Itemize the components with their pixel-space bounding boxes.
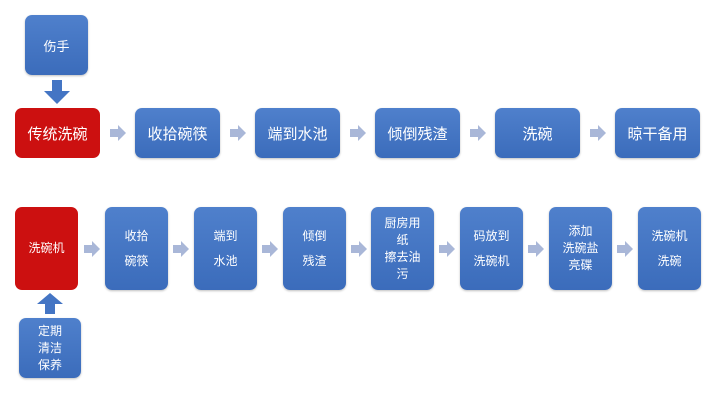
arrow-right-icon <box>350 125 366 141</box>
arrow-right-icon <box>83 241 100 257</box>
box-line: 擦去油 <box>384 249 421 264</box>
arrow-right-icon <box>350 241 367 257</box>
arrow-right-icon <box>439 241 455 257</box>
box-label: 倾倒残渣 <box>387 124 448 143</box>
step-box: 端到水池 <box>194 207 257 290</box>
box-line: 洗碗机 <box>473 253 510 268</box>
hurt-hand-box: 伤手 <box>25 15 88 75</box>
box-line: 亮碟 <box>568 258 593 272</box>
box-label: 收拾碗筷 <box>147 124 208 143</box>
box-line: 洗碗盐 <box>562 241 599 255</box>
step-box: 收拾碗筷 <box>135 108 220 158</box>
arrow-down-icon <box>44 80 70 104</box>
box-line: 碗筷 <box>124 253 149 268</box>
step-box: 倾倒残渣 <box>283 207 346 290</box>
box-line: 定期 <box>37 323 62 338</box>
arrow-right-icon <box>262 241 278 257</box>
arrow-right-icon <box>470 125 486 141</box>
step-box: 码放到洗碗机 <box>460 207 523 290</box>
box-line: 添加 <box>568 224 593 238</box>
arrow-right-icon <box>617 241 633 257</box>
box-label: 晾干备用 <box>627 124 688 143</box>
box-line: 洗碗机 <box>651 228 688 243</box>
step-traditional: 传统洗碗 <box>15 108 100 158</box>
arrow-right-icon <box>590 125 606 141</box>
step-box: 厨房用纸擦去油污 <box>371 207 434 290</box>
box-label: 洗碗 <box>522 124 553 143</box>
arrow-right-icon <box>110 125 126 141</box>
box-label: 伤手 <box>43 39 70 55</box>
box-label: 传统洗碗 <box>27 124 88 143</box>
box-line: 倾倒 <box>302 228 327 243</box>
box-line: 水池 <box>213 253 238 268</box>
box-label: 端到水池 <box>267 124 328 143</box>
box-line: 残渣 <box>302 253 327 268</box>
box-line: 保养 <box>37 357 62 372</box>
step-box: 倾倒残渣 <box>375 108 460 158</box>
step-box: 收拾碗筷 <box>105 207 168 290</box>
step-box: 端到水池 <box>255 108 340 158</box>
box-line: 收拾 <box>124 228 149 243</box>
step-box: 添加洗碗盐亮碟 <box>549 207 612 290</box>
step-box: 洗碗 <box>495 108 580 158</box>
box-line: 清洁 <box>37 340 62 355</box>
step-box: 洗碗机洗碗 <box>638 207 701 290</box>
box-line: 码放到 <box>473 228 510 243</box>
arrow-up-icon <box>37 293 63 314</box>
box-line: 洗碗机 <box>28 241 65 255</box>
arrow-right-icon <box>230 125 246 141</box>
box-line: 纸 <box>396 232 409 247</box>
maintenance-box: 定期 清洁 保养 <box>19 318 81 378</box>
step-box: 晾干备用 <box>615 108 700 158</box>
arrow-right-icon <box>528 241 544 257</box>
box-line: 污 <box>396 266 409 281</box>
box-line: 厨房用 <box>384 215 421 230</box>
step-dishwasher: 洗碗机 <box>15 207 78 290</box>
box-line: 端到 <box>213 228 238 243</box>
arrow-right-icon <box>173 241 189 257</box>
box-line: 洗碗 <box>657 253 682 268</box>
